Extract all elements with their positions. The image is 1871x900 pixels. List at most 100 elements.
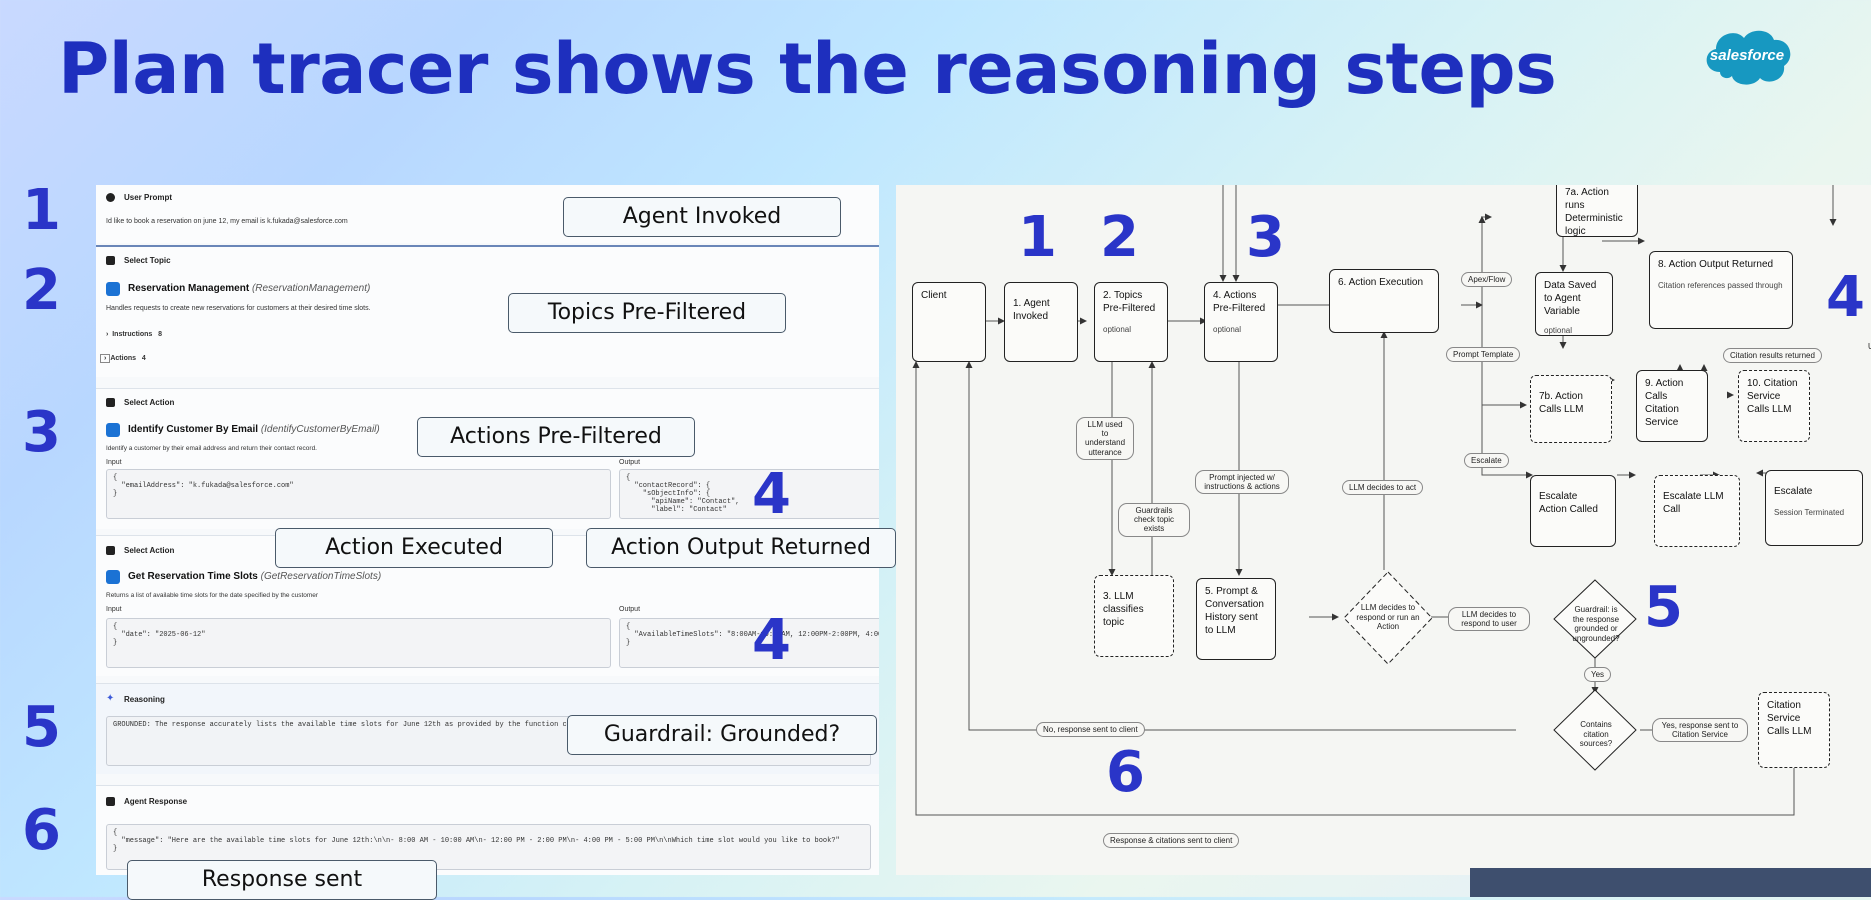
step-number-3: 3 <box>22 400 61 465</box>
action-name: Identify Customer By Email <box>128 424 259 435</box>
tag-response-citations: Response & citations sent to client <box>1103 833 1240 849</box>
actions-count: 4 <box>141 355 146 362</box>
output-label: Output <box>619 459 641 466</box>
diamond-label: Guardrail: is the response grounded or u… <box>1572 605 1620 643</box>
tag-llm-decides-act: LLM decides to act <box>1342 480 1424 496</box>
callout-action-output-returned: Action Output Returned <box>586 528 896 568</box>
tag-no-response: No, response sent to client <box>1036 722 1145 738</box>
step-number-5: 5 <box>22 695 61 760</box>
node-sublabel: optional <box>1213 325 1242 334</box>
node-sublabel: Session Terminated <box>1774 508 1845 517</box>
node-citation-service-llm[interactable]: 10. Citation Service Calls LLM <box>1738 370 1810 442</box>
user-icon <box>106 193 115 202</box>
node-action-execution[interactable]: 6. Action Execution <box>1329 269 1439 333</box>
node-prompt-history[interactable]: 5. Prompt & Conversation History sent to… <box>1196 578 1276 660</box>
node-label: 9. Action Calls Citation Service <box>1645 378 1684 428</box>
input-code: { "emailAddress": "k.fukada@salesforce.c… <box>113 474 294 498</box>
node-action-runs[interactable]: 7a. Action runs Deterministic logic <box>1556 185 1638 237</box>
sparkle-icon: ✦ <box>106 693 115 704</box>
tag-guardrails-check: Guardrails check topic exists <box>1118 503 1190 537</box>
diagram-step-3: 3 <box>1246 205 1285 270</box>
output-code-box[interactable]: { "AvailableTimeSlots": "8:00AM-10:00AM,… <box>619 618 879 668</box>
robot-icon <box>106 546 115 555</box>
node-label: Citation Service Calls LLM <box>1767 700 1812 737</box>
tag-prompt-injected: Prompt injected w/ instructions & action… <box>1195 470 1289 495</box>
topic-description: Handles requests to create new reservati… <box>106 305 371 312</box>
instructions-label: Instructions <box>112 331 153 338</box>
node-label: 1. Agent Invoked <box>1013 298 1050 322</box>
robot-icon <box>106 398 115 407</box>
callout-guardrail: Guardrail: Grounded? <box>567 715 877 755</box>
callout-agent-invoked: Agent Invoked <box>563 197 841 237</box>
node-escalate-llm[interactable]: Escalate LLM Call <box>1654 475 1740 547</box>
salesforce-logo: salesforce <box>1706 30 1791 85</box>
node-sublabel: optional <box>1544 326 1573 335</box>
input-code-box[interactable]: { "emailAddress": "k.fukada@salesforce.c… <box>106 469 611 519</box>
diagram-step-1: 1 <box>1018 205 1057 270</box>
node-label: Escalate <box>1774 486 1813 497</box>
topic-name: Reservation Management <box>128 283 250 294</box>
tag-yes: Yes <box>1584 667 1612 683</box>
action-description: Identify a customer by their email addre… <box>106 445 317 452</box>
section-header: Reasoning <box>124 695 165 704</box>
input-code-box[interactable]: { "date": "2025-06-12" } <box>106 618 611 668</box>
actions-label: Actions <box>110 355 137 362</box>
user-prompt-text: Id like to book a reservation on june 12… <box>106 218 348 225</box>
node-action-calls-citation[interactable]: 9. Action Calls Citation Service <box>1636 370 1708 442</box>
video-bottom-bar <box>1470 868 1871 897</box>
output-code: { "contactRecord": { "sObjectInfo": { "a… <box>626 474 740 514</box>
diamond-respond-or-action[interactable] <box>1342 570 1434 666</box>
node-sublabel: Citation references passed through <box>1658 281 1783 290</box>
robot-icon <box>106 797 115 806</box>
output-code: { "AvailableTimeSlots": "8:00AM-10:00AM,… <box>626 623 879 647</box>
node-client[interactable]: Client <box>912 282 986 362</box>
diagram-step-4: 4 <box>1826 265 1865 330</box>
chevron-right-icon: › <box>100 354 111 363</box>
diagram-step-6: 6 <box>1106 740 1145 805</box>
section-header: User Prompt <box>124 193 173 202</box>
tag-apex-flow: Apex/Flow <box>1461 272 1513 288</box>
input-label: Input <box>106 459 122 466</box>
diamond-guardrail[interactable] <box>1552 578 1638 660</box>
robot-icon <box>106 256 115 265</box>
actions-row[interactable]: ›Actions 4 <box>100 354 146 363</box>
output-code-box[interactable]: { "contactRecord": { "sObjectInfo": { "a… <box>619 469 879 519</box>
node-agent-invoked[interactable]: 1. Agent Invoked <box>1004 282 1078 362</box>
tag-edge-u: U <box>1868 342 1871 351</box>
tag-llm-understand: LLM used to understand utterance <box>1076 417 1134 460</box>
diamond-label: Contains citation sources? <box>1579 720 1613 749</box>
node-label: 2. Topics Pre-Filtered <box>1103 290 1156 314</box>
select-action-section-1: Select Action Identify Customer By Email… <box>96 388 879 529</box>
step-number-4b: 4 <box>752 608 791 673</box>
chevron-right-icon: › <box>106 331 113 338</box>
action-name: Get Reservation Time Slots <box>128 571 258 582</box>
node-label: Client <box>921 290 947 301</box>
action-icon <box>106 423 120 437</box>
node-label: 7b. Action Calls LLM <box>1539 391 1584 415</box>
callout-topics-pre-filtered: Topics Pre-Filtered <box>508 293 786 333</box>
node-label: 8. Action Output Returned <box>1658 259 1774 270</box>
response-code: { "message": "Here are the available tim… <box>113 829 840 853</box>
instructions-count: 8 <box>158 331 163 338</box>
diamond-label: LLM decides to respond or run an Action <box>1356 603 1420 632</box>
node-escalate-action[interactable]: Escalate Action Called <box>1530 475 1616 547</box>
instructions-row[interactable]: › Instructions 8 <box>106 331 162 338</box>
diamond-contains-citation[interactable] <box>1552 688 1638 772</box>
action-title: Identify Customer By Email (IdentifyCust… <box>128 424 380 435</box>
node-label: 3. LLM classifies topic <box>1103 591 1144 628</box>
action-api-name: (GetReservationTimeSlots) <box>260 571 382 582</box>
topic-api-name: (ReservationManagement) <box>251 283 371 294</box>
node-llm-classifies[interactable]: 3. LLM classifies topic <box>1094 575 1174 657</box>
tag-citation-results: Citation results returned <box>1723 348 1822 364</box>
node-action-calls-llm[interactable]: 7b. Action Calls LLM <box>1530 375 1612 443</box>
node-citation-service-llm-2[interactable]: Citation Service Calls LLM <box>1758 692 1830 768</box>
callout-actions-pre-filtered: Actions Pre-Filtered <box>417 417 695 457</box>
node-label: 5. Prompt & Conversation History sent to… <box>1205 586 1264 636</box>
callout-response-sent: Response sent <box>127 860 437 900</box>
flow-diagram: 1 2 3 4 5 6 Client 1. Agent Invoked 2. T… <box>896 185 1871 875</box>
